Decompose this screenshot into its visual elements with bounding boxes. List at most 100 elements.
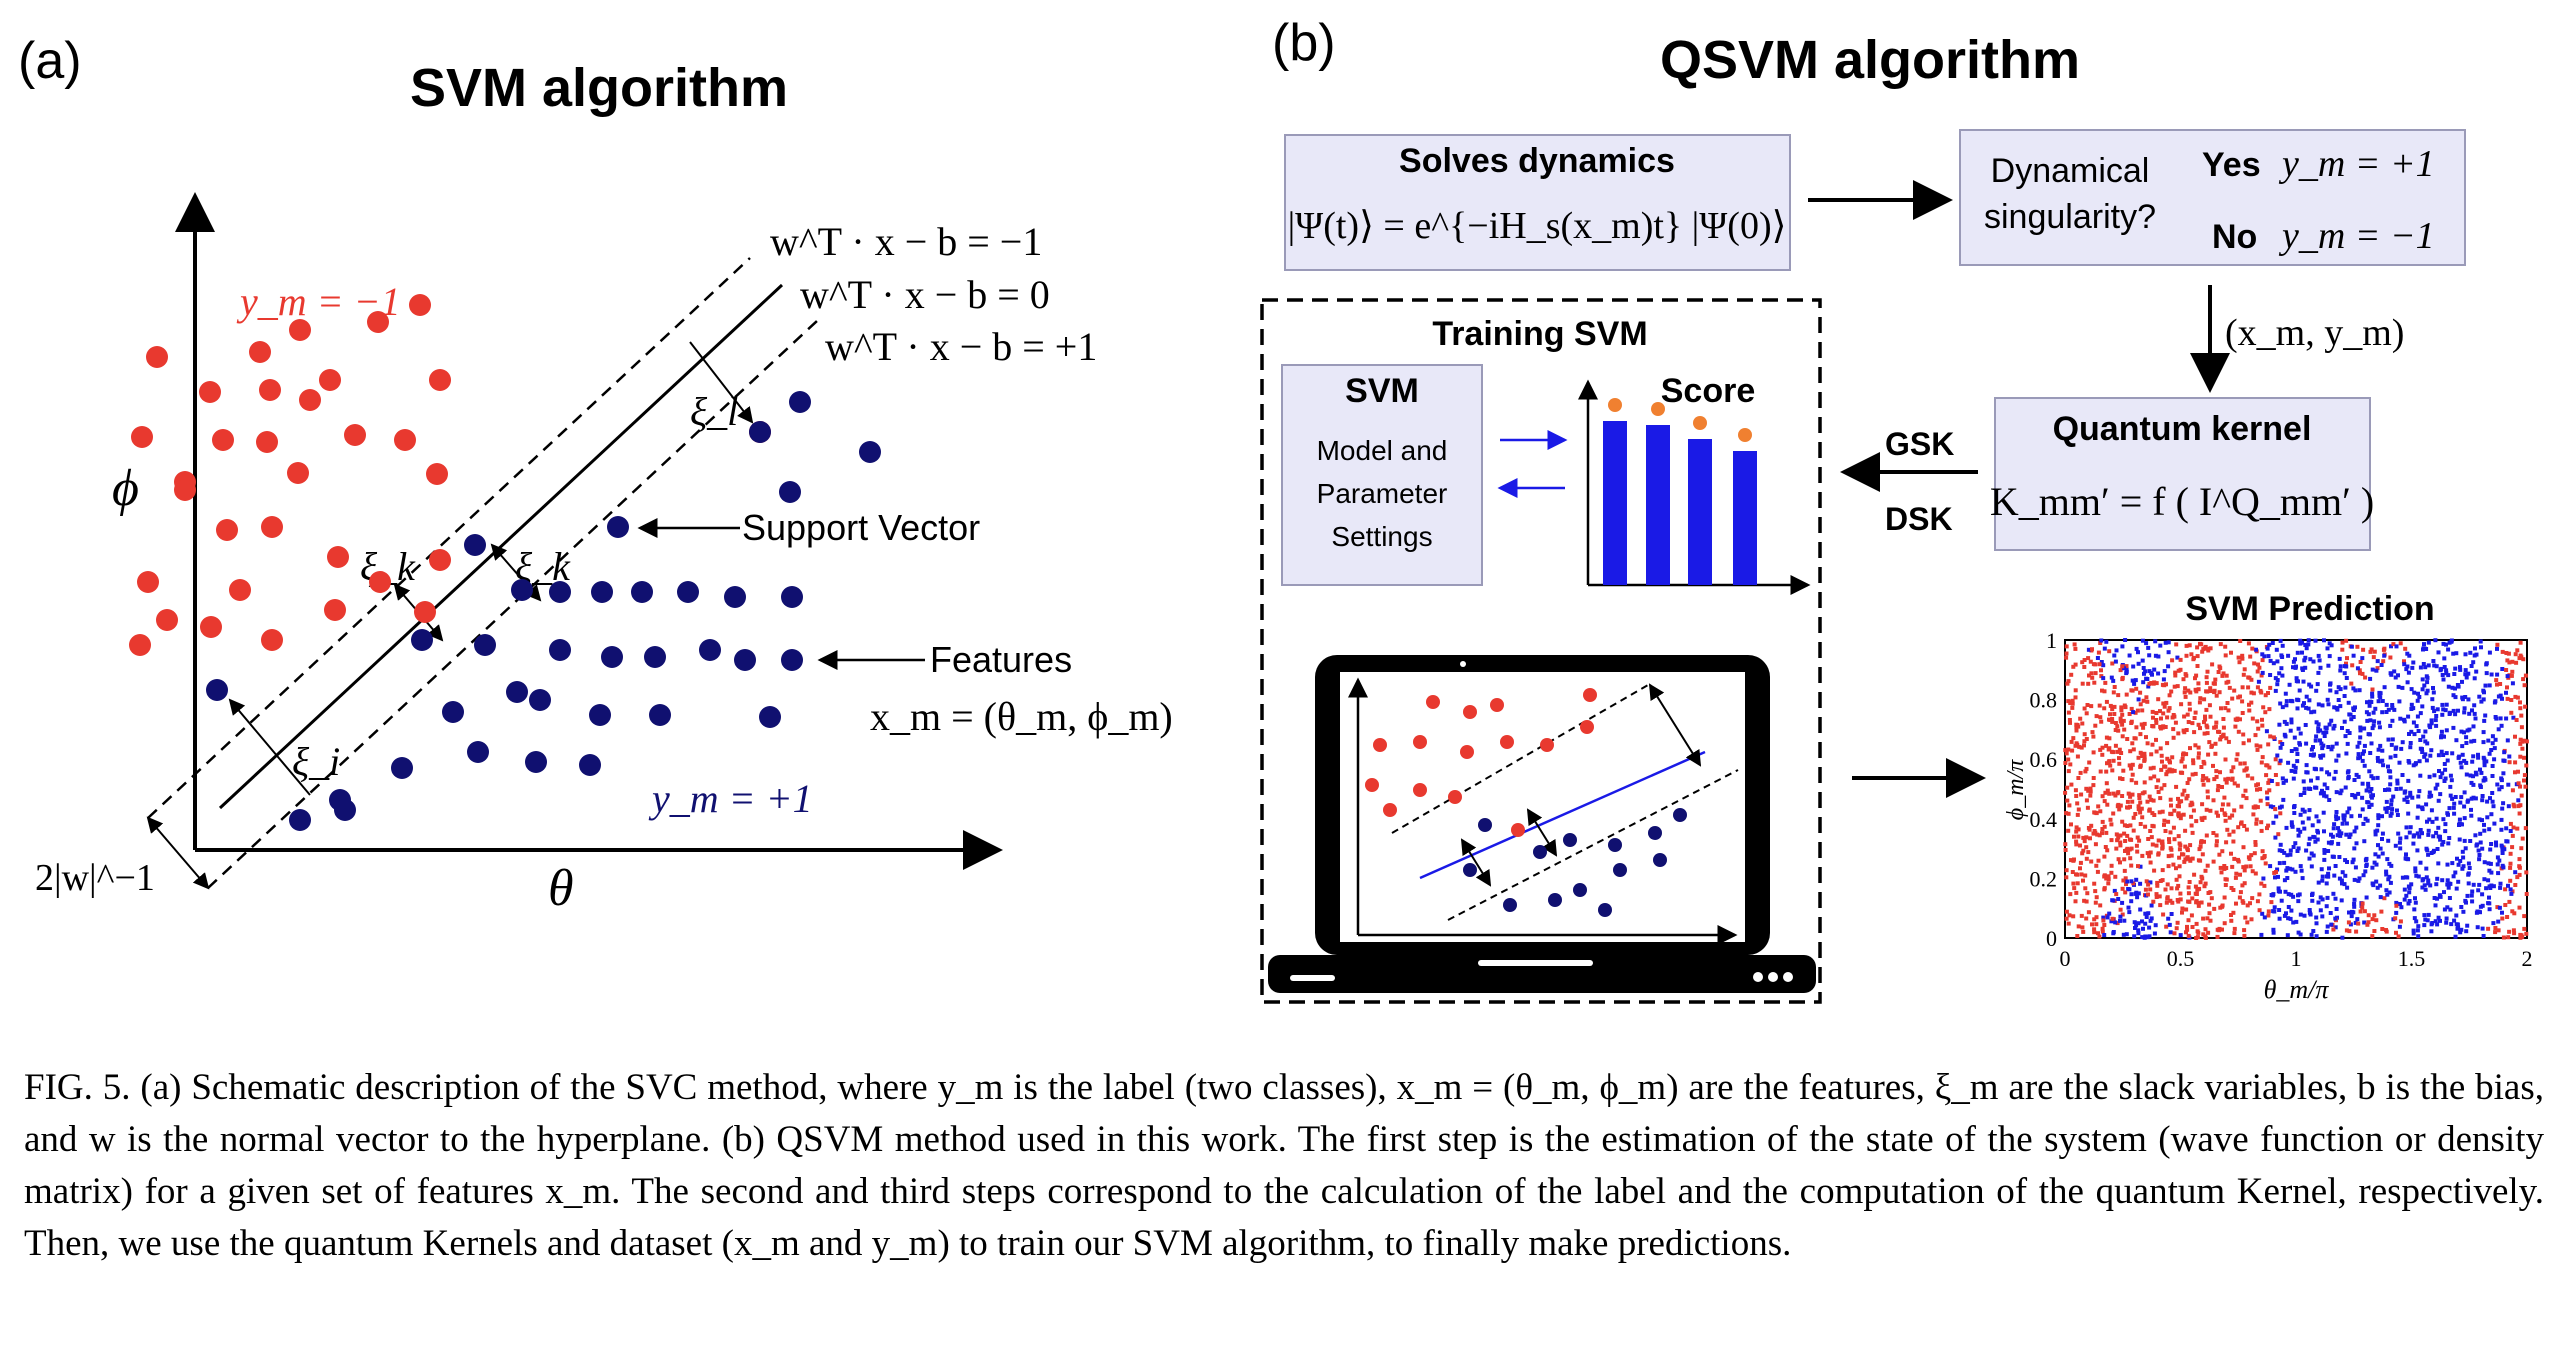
- prediction-point: [2214, 810, 2219, 815]
- prediction-point: [2356, 752, 2361, 757]
- prediction-point: [2454, 913, 2459, 918]
- positive-class-dot: [644, 646, 666, 668]
- prediction-point: [2129, 892, 2134, 897]
- positive-class-dot: [579, 754, 601, 776]
- prediction-point: [2355, 917, 2360, 922]
- prediction-point: [2293, 765, 2298, 770]
- prediction-point: [2175, 920, 2180, 925]
- prediction-point: [2240, 653, 2245, 658]
- prediction-point: [2143, 824, 2148, 829]
- prediction-point: [2173, 673, 2178, 678]
- margin-arrow: [146, 816, 210, 890]
- prediction-point: [2130, 799, 2135, 804]
- prediction-point: [2154, 895, 2159, 899]
- prediction-point: [2180, 756, 2185, 761]
- prediction-point: [2189, 814, 2194, 819]
- prediction-point: [2176, 883, 2181, 888]
- prediction-point: [2356, 878, 2361, 883]
- prediction-point: [2222, 795, 2227, 800]
- prediction-point: [2242, 881, 2247, 886]
- prediction-point: [2469, 807, 2473, 812]
- prediction-point: [2435, 922, 2440, 927]
- prediction-point: [2322, 782, 2327, 787]
- prediction-point: [2418, 738, 2423, 742]
- prediction-point: [2243, 788, 2248, 793]
- prediction-point: [2166, 708, 2171, 713]
- prediction-point: [2386, 838, 2391, 843]
- prediction-point: [2231, 765, 2236, 770]
- prediction-point: [2334, 706, 2339, 710]
- prediction-point: [2344, 751, 2349, 756]
- prediction-point: [2140, 708, 2145, 713]
- prediction-point: [2352, 904, 2357, 909]
- prediction-point: [2116, 693, 2121, 698]
- prediction-point: [2343, 873, 2348, 878]
- prediction-point: [2227, 832, 2232, 837]
- prediction-point: [2092, 680, 2097, 685]
- prediction-point: [2496, 727, 2501, 732]
- prediction-point: [2384, 872, 2389, 877]
- prediction-point: [2455, 683, 2460, 687]
- prediction-point: [2311, 659, 2316, 664]
- prediction-point: [2136, 807, 2141, 812]
- prediction-point: [2464, 675, 2469, 680]
- prediction-point: [2476, 888, 2481, 893]
- prediction-point: [2220, 802, 2225, 807]
- prediction-point: [2123, 839, 2128, 843]
- prediction-point: [2384, 809, 2389, 814]
- prediction-point: [2259, 673, 2264, 678]
- prediction-point: [2278, 889, 2282, 894]
- prediction-point: [2344, 676, 2349, 680]
- prediction-point: [2404, 852, 2408, 857]
- negative-class-dot: [299, 389, 321, 411]
- prediction-point: [2310, 898, 2315, 903]
- prediction-point: [2094, 895, 2099, 900]
- prediction-point: [2162, 783, 2167, 788]
- prediction-point: [2136, 891, 2141, 896]
- prediction-point: [2113, 728, 2118, 732]
- prediction-point: [2304, 646, 2309, 651]
- prediction-point: [2208, 646, 2213, 651]
- prediction-point: [2374, 668, 2379, 673]
- prediction-point: [2459, 795, 2464, 800]
- prediction-point: [2499, 723, 2504, 728]
- prediction-point: [2429, 922, 2434, 927]
- prediction-point: [2189, 823, 2194, 828]
- prediction-point: [2440, 734, 2445, 739]
- prediction-point: [2316, 702, 2321, 707]
- prediction-point: [2269, 779, 2274, 783]
- prediction-point: [2523, 673, 2528, 678]
- prediction-point: [2164, 700, 2169, 705]
- prediction-point: [2109, 870, 2114, 875]
- prediction-point: [2280, 705, 2285, 710]
- prediction-point: [2331, 854, 2336, 859]
- prediction-point: [2211, 859, 2216, 864]
- laptop-red-dot: [1383, 803, 1397, 817]
- prediction-point: [2425, 819, 2429, 824]
- prediction-point: [2506, 782, 2511, 787]
- prediction-point: [2358, 671, 2362, 676]
- prediction-point: [2329, 718, 2334, 723]
- prediction-point: [2423, 729, 2428, 734]
- prediction-point: [2360, 901, 2365, 906]
- prediction-point: [2138, 702, 2143, 707]
- negative-class-dot: [156, 609, 178, 631]
- prediction-point: [2339, 898, 2344, 903]
- prediction-point: [2108, 817, 2113, 822]
- svm-settings-box: [1281, 364, 1483, 586]
- prediction-point: [2223, 644, 2228, 649]
- prediction-point: [2411, 660, 2416, 665]
- prediction-point: [2103, 680, 2108, 685]
- prediction-point: [2488, 796, 2492, 801]
- prediction-point: [2146, 837, 2151, 841]
- prediction-point: [2162, 822, 2166, 827]
- prediction-point: [2311, 745, 2315, 749]
- prediction-point: [2278, 745, 2283, 750]
- prediction-point: [2364, 788, 2369, 793]
- prediction-point: [2415, 928, 2420, 933]
- prediction-point: [2400, 773, 2405, 777]
- prediction-point: [2233, 724, 2238, 729]
- prediction-point: [2493, 715, 2498, 719]
- prediction-point: [2334, 810, 2339, 814]
- prediction-point: [2397, 760, 2402, 765]
